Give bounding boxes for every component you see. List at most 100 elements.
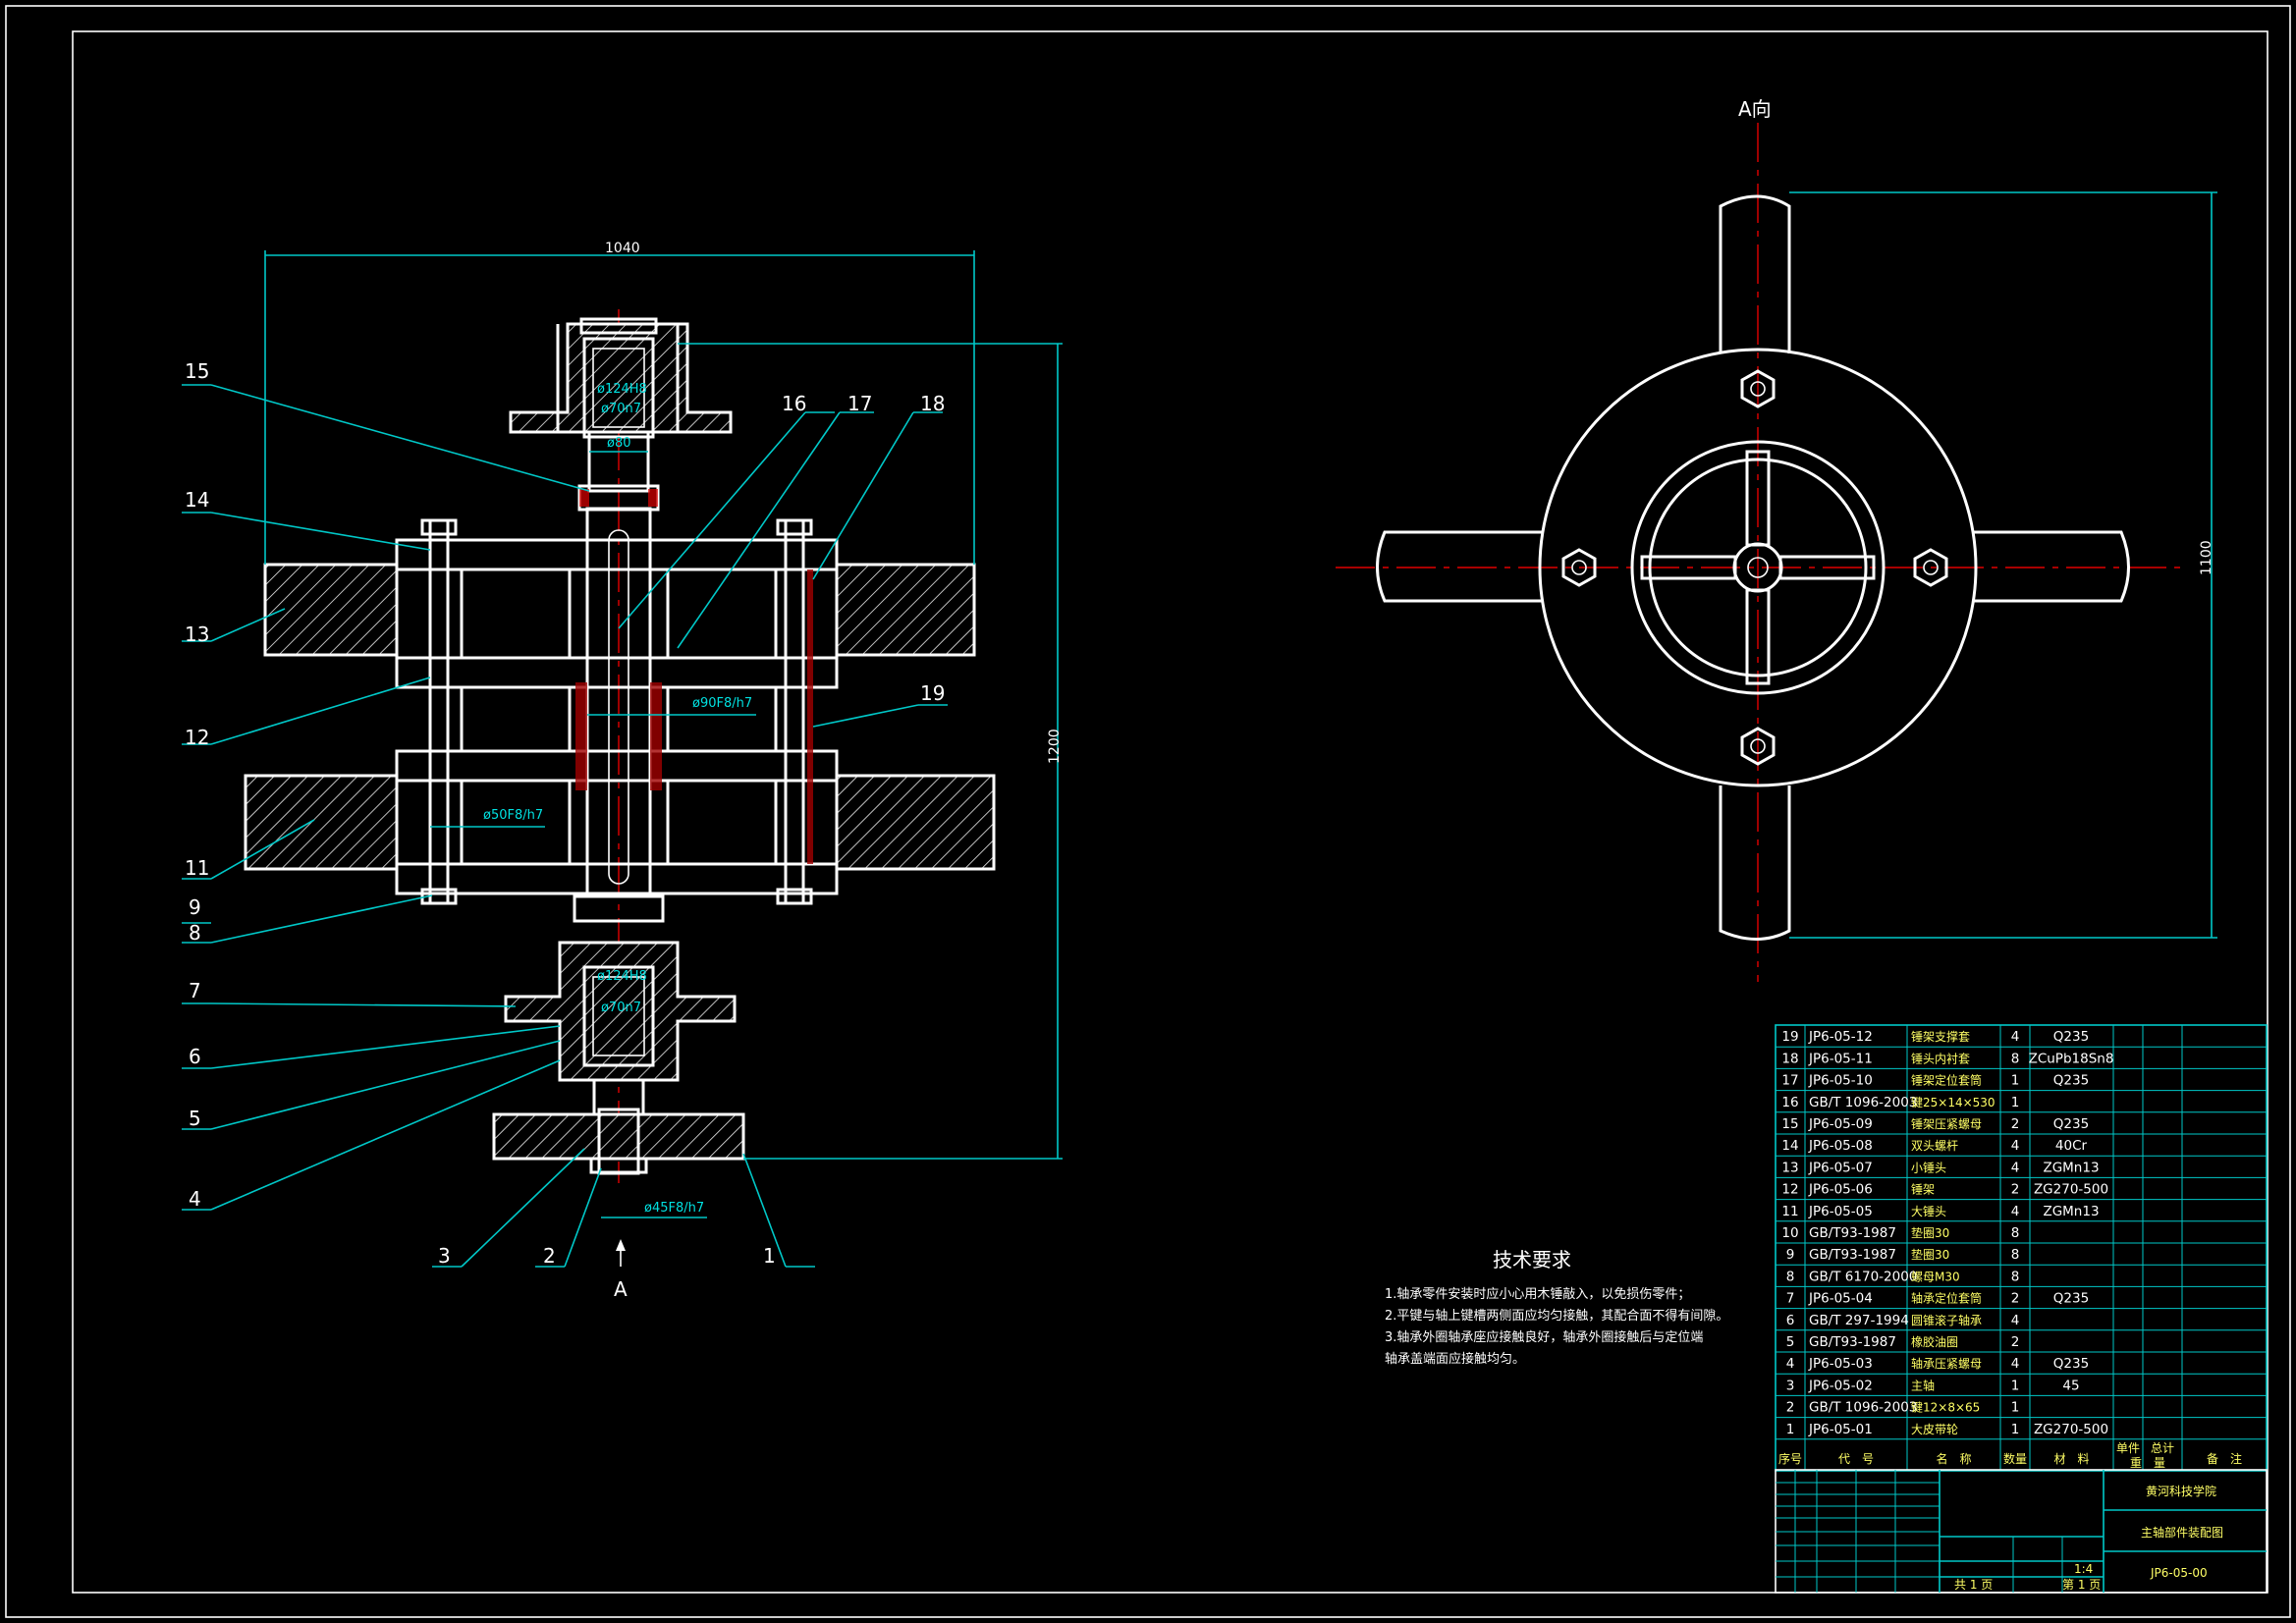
bom-cell-name: 锤架支撑套 [1911,1029,1970,1044]
bom-cell-no: 1 [1786,1422,1795,1437]
balloon-14: 14 [185,488,209,512]
bom-cell-qty: 2 [2011,1334,2020,1350]
bom-cell-no: 10 [1781,1225,1798,1241]
balloon-19: 19 [920,681,945,705]
view-title: A向 [1738,97,1772,121]
bom-cell-no: 4 [1786,1356,1795,1372]
bom-cell-mat: ZG270-500 [2034,1422,2108,1437]
bom-header-total-weight: 总计 [2151,1441,2174,1455]
bom-cell-mat: Q235 [2053,1073,2089,1089]
bom-cell-no: 13 [1781,1160,1798,1175]
bom-cell-no: 14 [1781,1138,1798,1154]
tech-note-line-2: 2.平键与轴上键槽两侧面应均匀接触，其配合面不得有间隙。 [1385,1308,1728,1324]
balloon-12: 12 [185,726,209,749]
bom-cell-qty: 2 [2011,1116,2020,1132]
view-arrow-label: A [614,1277,628,1301]
bottom-bearing-housing [504,941,737,1082]
bom-cell-no: 6 [1786,1313,1795,1328]
hammer-head-large-right [835,774,996,871]
bom-cell-name: 垫圈30 [1911,1225,1949,1240]
bom-cell-code: JP6-05-02 [1808,1378,1873,1393]
drawing-number: JP6-05-00 [2150,1566,2208,1580]
bom-cell-qty: 4 [2011,1138,2020,1154]
bom-cell-code: JP6-05-03 [1808,1356,1873,1372]
bom-cell-no: 12 [1781,1182,1798,1198]
shaft-key [608,529,629,885]
bom-cell-mat: ZG270-500 [2034,1182,2108,1198]
bom-cell-no: 7 [1786,1291,1795,1307]
bom-cell-qty: 4 [2011,1160,2020,1175]
bom-cell-code: JP6-05-07 [1808,1160,1873,1175]
dim-mid: ø90F8/h7 [692,696,752,711]
tech-notes: 技术要求 1.轴承零件安装时应小心用木锤敲入，以免损伤零件； 2.平键与轴上键槽… [1385,1248,1728,1367]
bom-cell-name: 圆锥滚子轴承 [1911,1313,1982,1327]
bom-cell-code: JP6-05-05 [1808,1204,1873,1219]
bom-cell-name: 锤头内衬套 [1911,1051,1970,1065]
dim-width-1040: 1040 [605,241,640,256]
bom-cell-no: 19 [1781,1029,1798,1045]
balloon-6: 6 [189,1045,201,1068]
bom-cell-name: 双头螺杆 [1911,1139,1958,1153]
bom-cell-name: 键25×14×530 [1911,1096,1995,1109]
bom-cell-qty: 4 [2011,1029,2020,1045]
bom-header-name: 名 称 [1936,1451,1971,1466]
balloon-2: 2 [543,1244,556,1268]
bom-header-no: 序号 [1778,1451,1802,1466]
bom-row: 11 JP6-05-05 大锤头 4 ZGMn13 [1781,1204,2099,1219]
bom-cell-qty: 2 [2011,1182,2020,1198]
nut-left [1561,548,1597,587]
dim-pin: ø50F8/h7 [483,808,543,823]
bom-cell-code: GB/T 1096-2003 [1809,1095,1917,1110]
bom-cell-no: 11 [1781,1204,1798,1219]
bom-cell-code: JP6-05-06 [1808,1182,1873,1198]
nut-right [1913,548,1948,587]
bom-cell-mat: Q235 [2053,1356,2089,1372]
balloon-11: 11 [185,856,209,880]
bom-cell-name: 大锤头 [1911,1204,1946,1218]
balloon-3: 3 [438,1244,451,1268]
outer-border [5,5,2291,1618]
bom-cell-qty: 2 [2011,1291,2020,1307]
bom-cell-mat: 45 [2062,1378,2079,1393]
bom-cell-mat: Q235 [2053,1116,2089,1132]
inner-border [72,30,2269,1594]
bom-cell-name: 轴承压紧螺母 [1911,1356,1982,1371]
bom-cell-mat: 40Cr [2055,1138,2088,1154]
bom-header: 序号代 号名 称数量材 料备 注单件总计重 量 [1778,1441,2242,1470]
bom-cell-name: 小锤头 [1911,1160,1946,1174]
bom-cell-mat: Q235 [2053,1029,2089,1045]
balloon-13: 13 [185,622,209,646]
bom-cell-name: 橡胶油圈 [1911,1334,1958,1349]
bom-cell-name: 大皮带轮 [1911,1423,1958,1436]
bom-cell-qty: 8 [2011,1051,2020,1066]
balloon-5: 5 [189,1107,201,1130]
dim-height-1200: 1200 [1047,729,1063,764]
bom-cell-mat: ZGMn13 [2043,1204,2099,1219]
bom-cell-qty: 1 [2011,1073,2020,1089]
dim-top-inner: ø70n7 [601,402,641,416]
school-name: 黄河科技学院 [2146,1484,2216,1498]
balloon-15: 15 [185,359,209,383]
bom-cell-code: JP6-05-01 [1808,1422,1873,1437]
bom-cell-code: JP6-05-10 [1808,1073,1873,1089]
bom-cell-qty: 4 [2011,1204,2020,1219]
balloon-7: 7 [189,979,201,1002]
sheet-number: 第 1 页 [2062,1578,2101,1592]
balloon-17: 17 [847,392,872,415]
hammer-frame [395,507,839,898]
bom-cell-name: 键12×8×65 [1911,1401,1980,1415]
bom-cell-code: GB/T 6170-2000 [1809,1269,1917,1284]
bom-cell-name: 轴承定位套筒 [1911,1291,1982,1306]
bom-cell-no: 16 [1781,1095,1798,1110]
